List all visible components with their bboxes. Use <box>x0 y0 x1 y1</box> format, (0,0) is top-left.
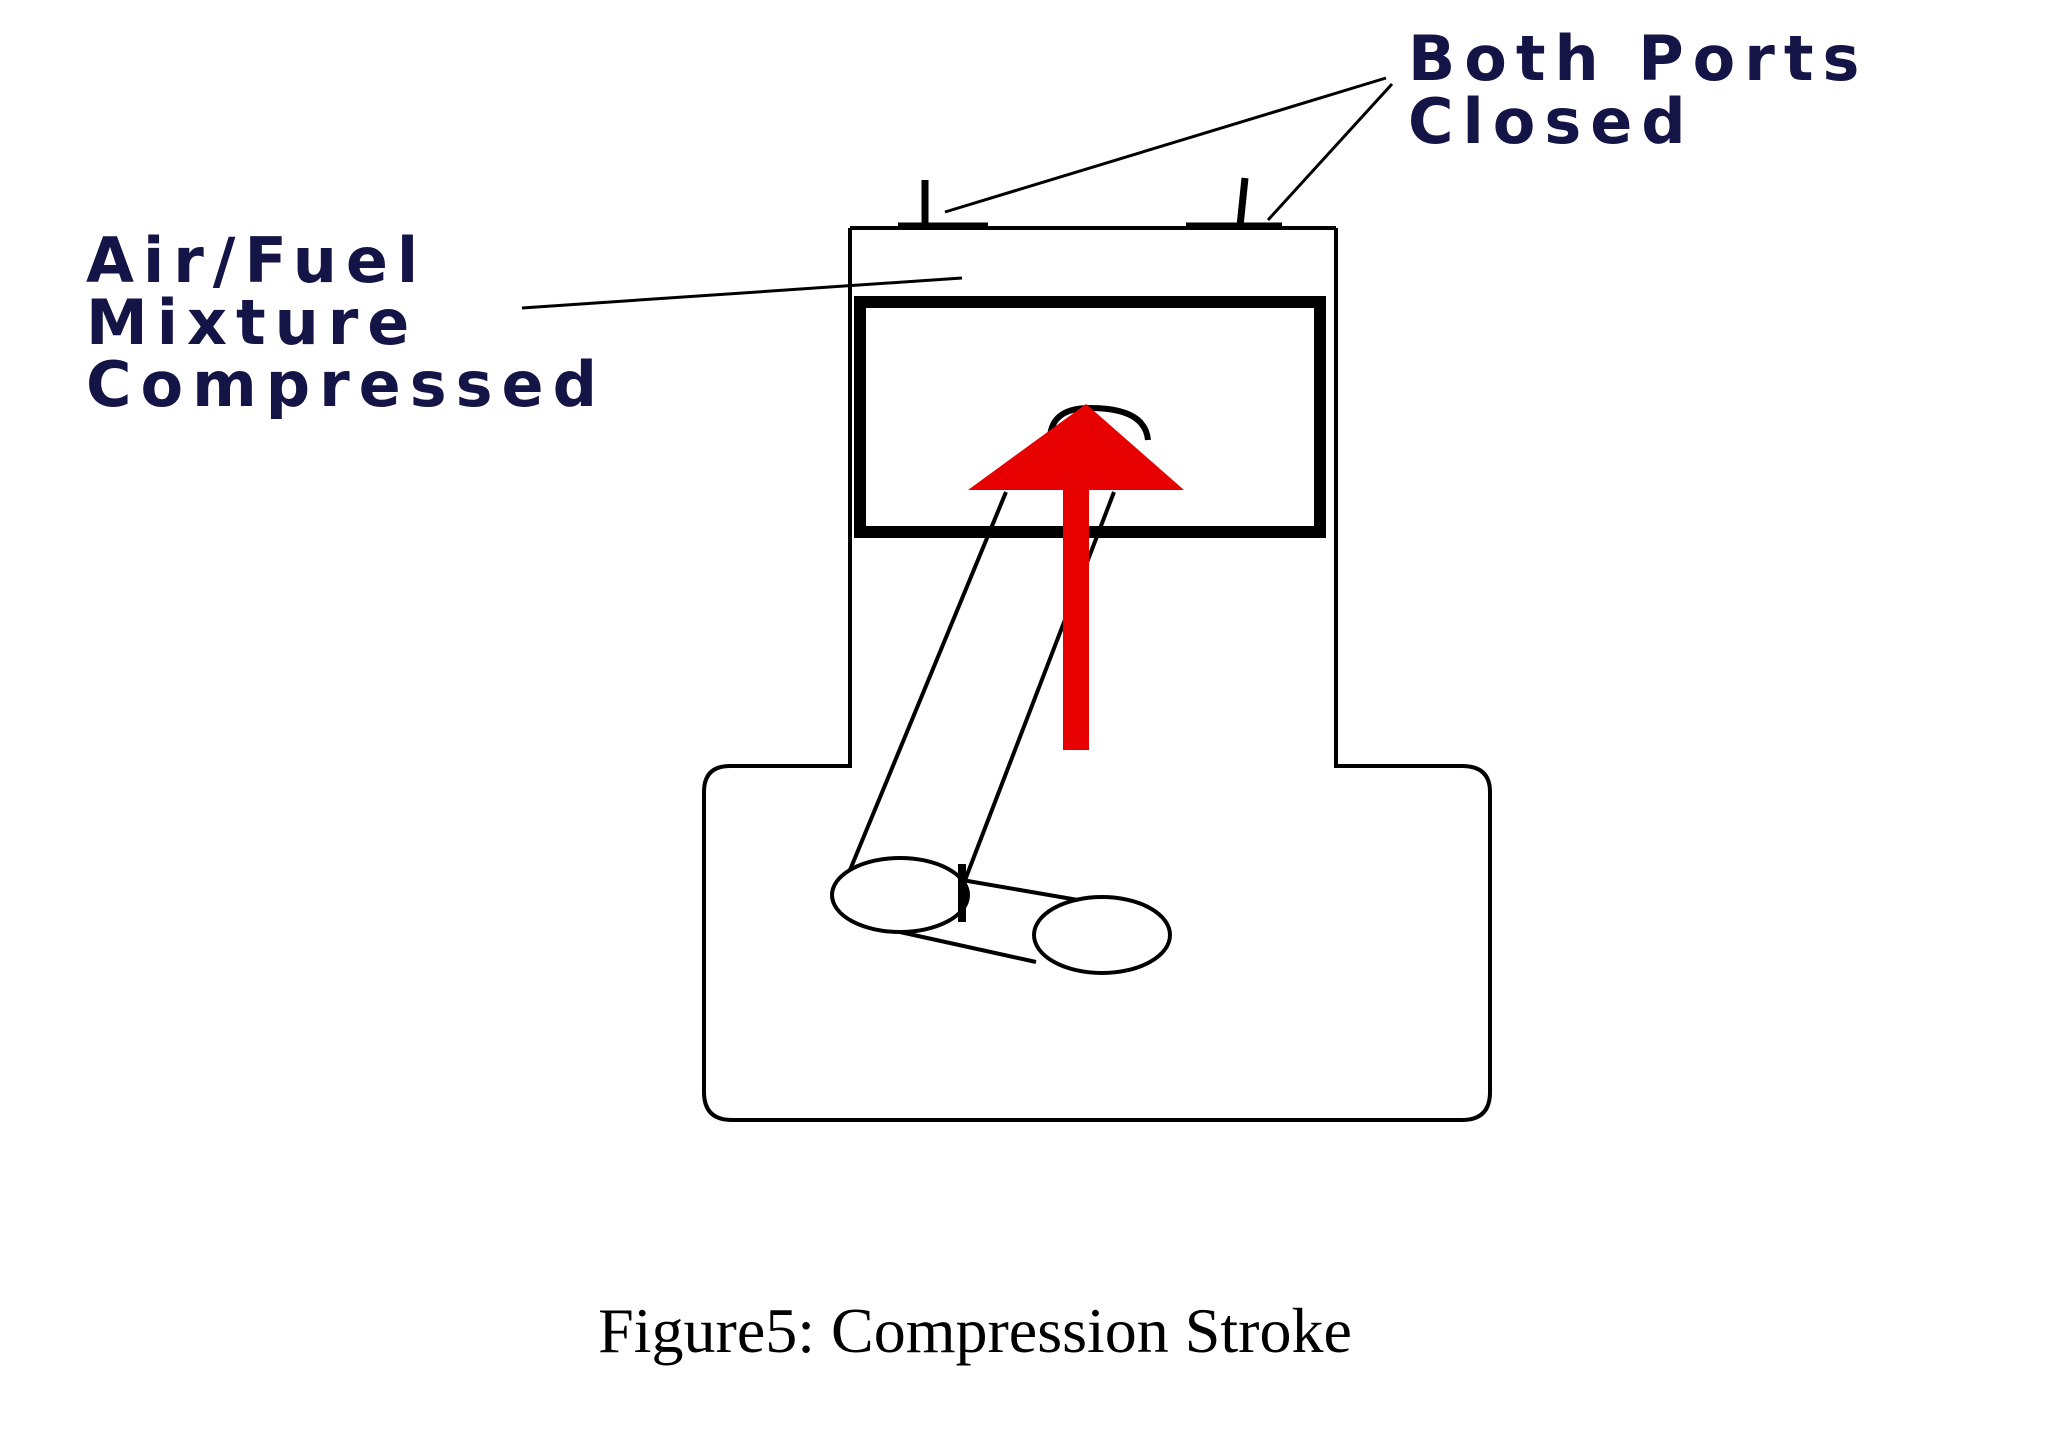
exhaust-valve-stem <box>1236 177 1249 227</box>
ports-label-line-2: Closed <box>1408 85 1695 158</box>
mixture-label: Air/Fuel Mixture Compressed <box>86 224 606 421</box>
connecting-rod-left <box>848 491 1008 871</box>
mixture-label-line-1: Air/Fuel <box>86 224 427 297</box>
valves <box>898 177 1282 230</box>
ports-label: Both Ports Closed <box>1408 22 1868 158</box>
arrow-shaft <box>1063 478 1089 750</box>
leader-line-intake-port <box>944 76 1387 214</box>
ports-label-line-1: Both Ports <box>1408 22 1868 95</box>
block-outline <box>702 228 1492 1122</box>
crank-web-top <box>961 878 1079 902</box>
upward-arrow <box>968 404 1184 750</box>
leader-lines <box>521 76 1394 310</box>
connecting-rod-right <box>960 491 1116 889</box>
arrow-head <box>968 404 1184 490</box>
mixture-label-line-2: Mixture <box>86 286 418 359</box>
leader-line-exhaust-port <box>1266 82 1394 222</box>
crank-web-bottom <box>899 930 1037 964</box>
crank-pin <box>830 856 970 934</box>
figure-caption: Figure5: Compression Stroke <box>598 1295 1352 1366</box>
mixture-label-line-3: Compressed <box>86 348 606 421</box>
crank-assembly <box>830 491 1172 975</box>
crankshaft-main <box>1032 895 1172 975</box>
leader-line-mixture <box>521 276 963 310</box>
engine-block <box>702 226 1492 1122</box>
